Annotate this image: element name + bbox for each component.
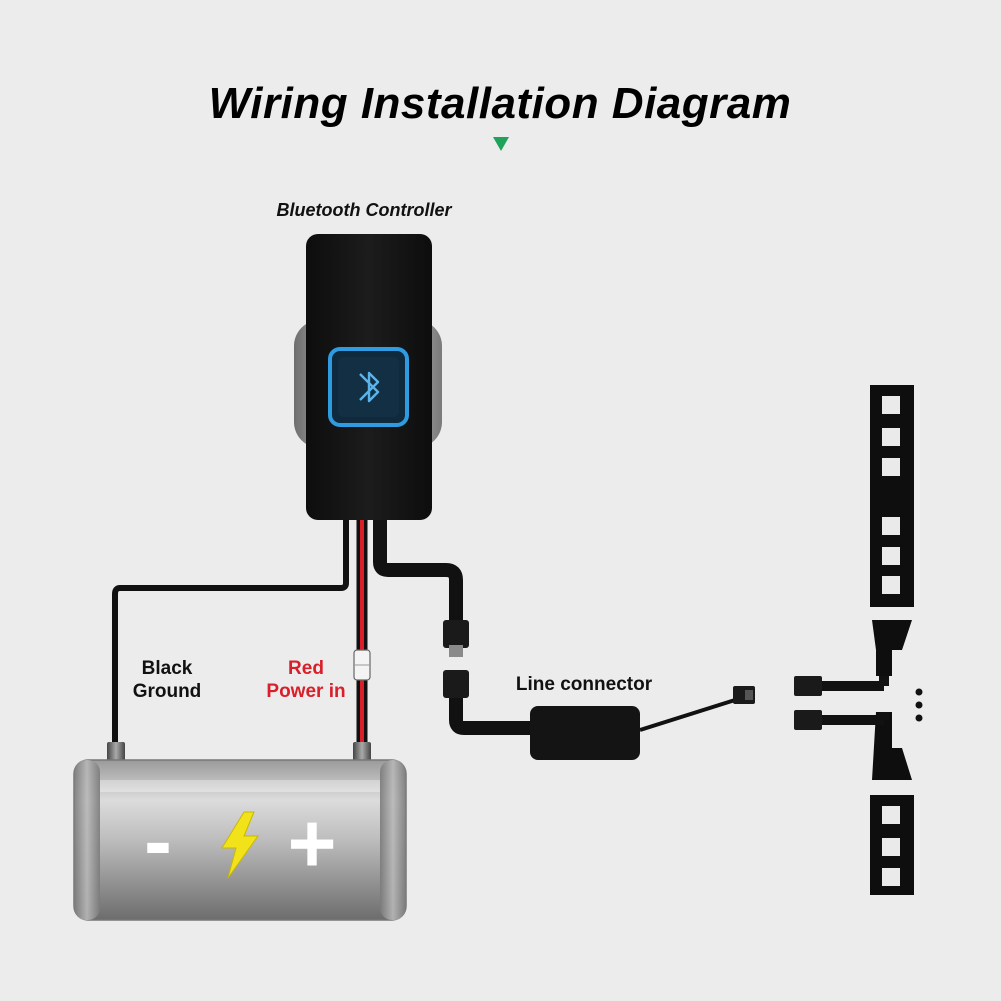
plug-female [443, 670, 469, 698]
line-connector [530, 686, 755, 760]
power-in-label: Power in [266, 681, 345, 702]
inline-fuse-icon [353, 649, 371, 681]
bluetooth-controller [294, 234, 442, 520]
red-label: Red [288, 658, 324, 679]
controller-label: Bluetooth Controller [277, 200, 453, 220]
ground-label: Ground [133, 681, 202, 702]
battery-minus: - [144, 794, 172, 888]
strip-connectors [794, 676, 889, 730]
bluetooth-icon [359, 371, 380, 403]
battery: - + [73, 742, 407, 921]
led-strip-top [870, 385, 914, 676]
plug-male [443, 620, 469, 648]
black-ground-wire [112, 520, 349, 748]
led-strip-bottom [870, 712, 914, 895]
title-marker-icon [493, 137, 509, 151]
line-connector-label: Line connector [516, 674, 653, 695]
lightning-icon [221, 811, 259, 879]
ellipsis-vertical-icon [915, 688, 923, 722]
output-cable [373, 520, 540, 735]
diagram-title: Wiring Installation Diagram [209, 79, 792, 128]
black-label: Black [142, 658, 193, 679]
battery-plus: + [287, 796, 336, 890]
